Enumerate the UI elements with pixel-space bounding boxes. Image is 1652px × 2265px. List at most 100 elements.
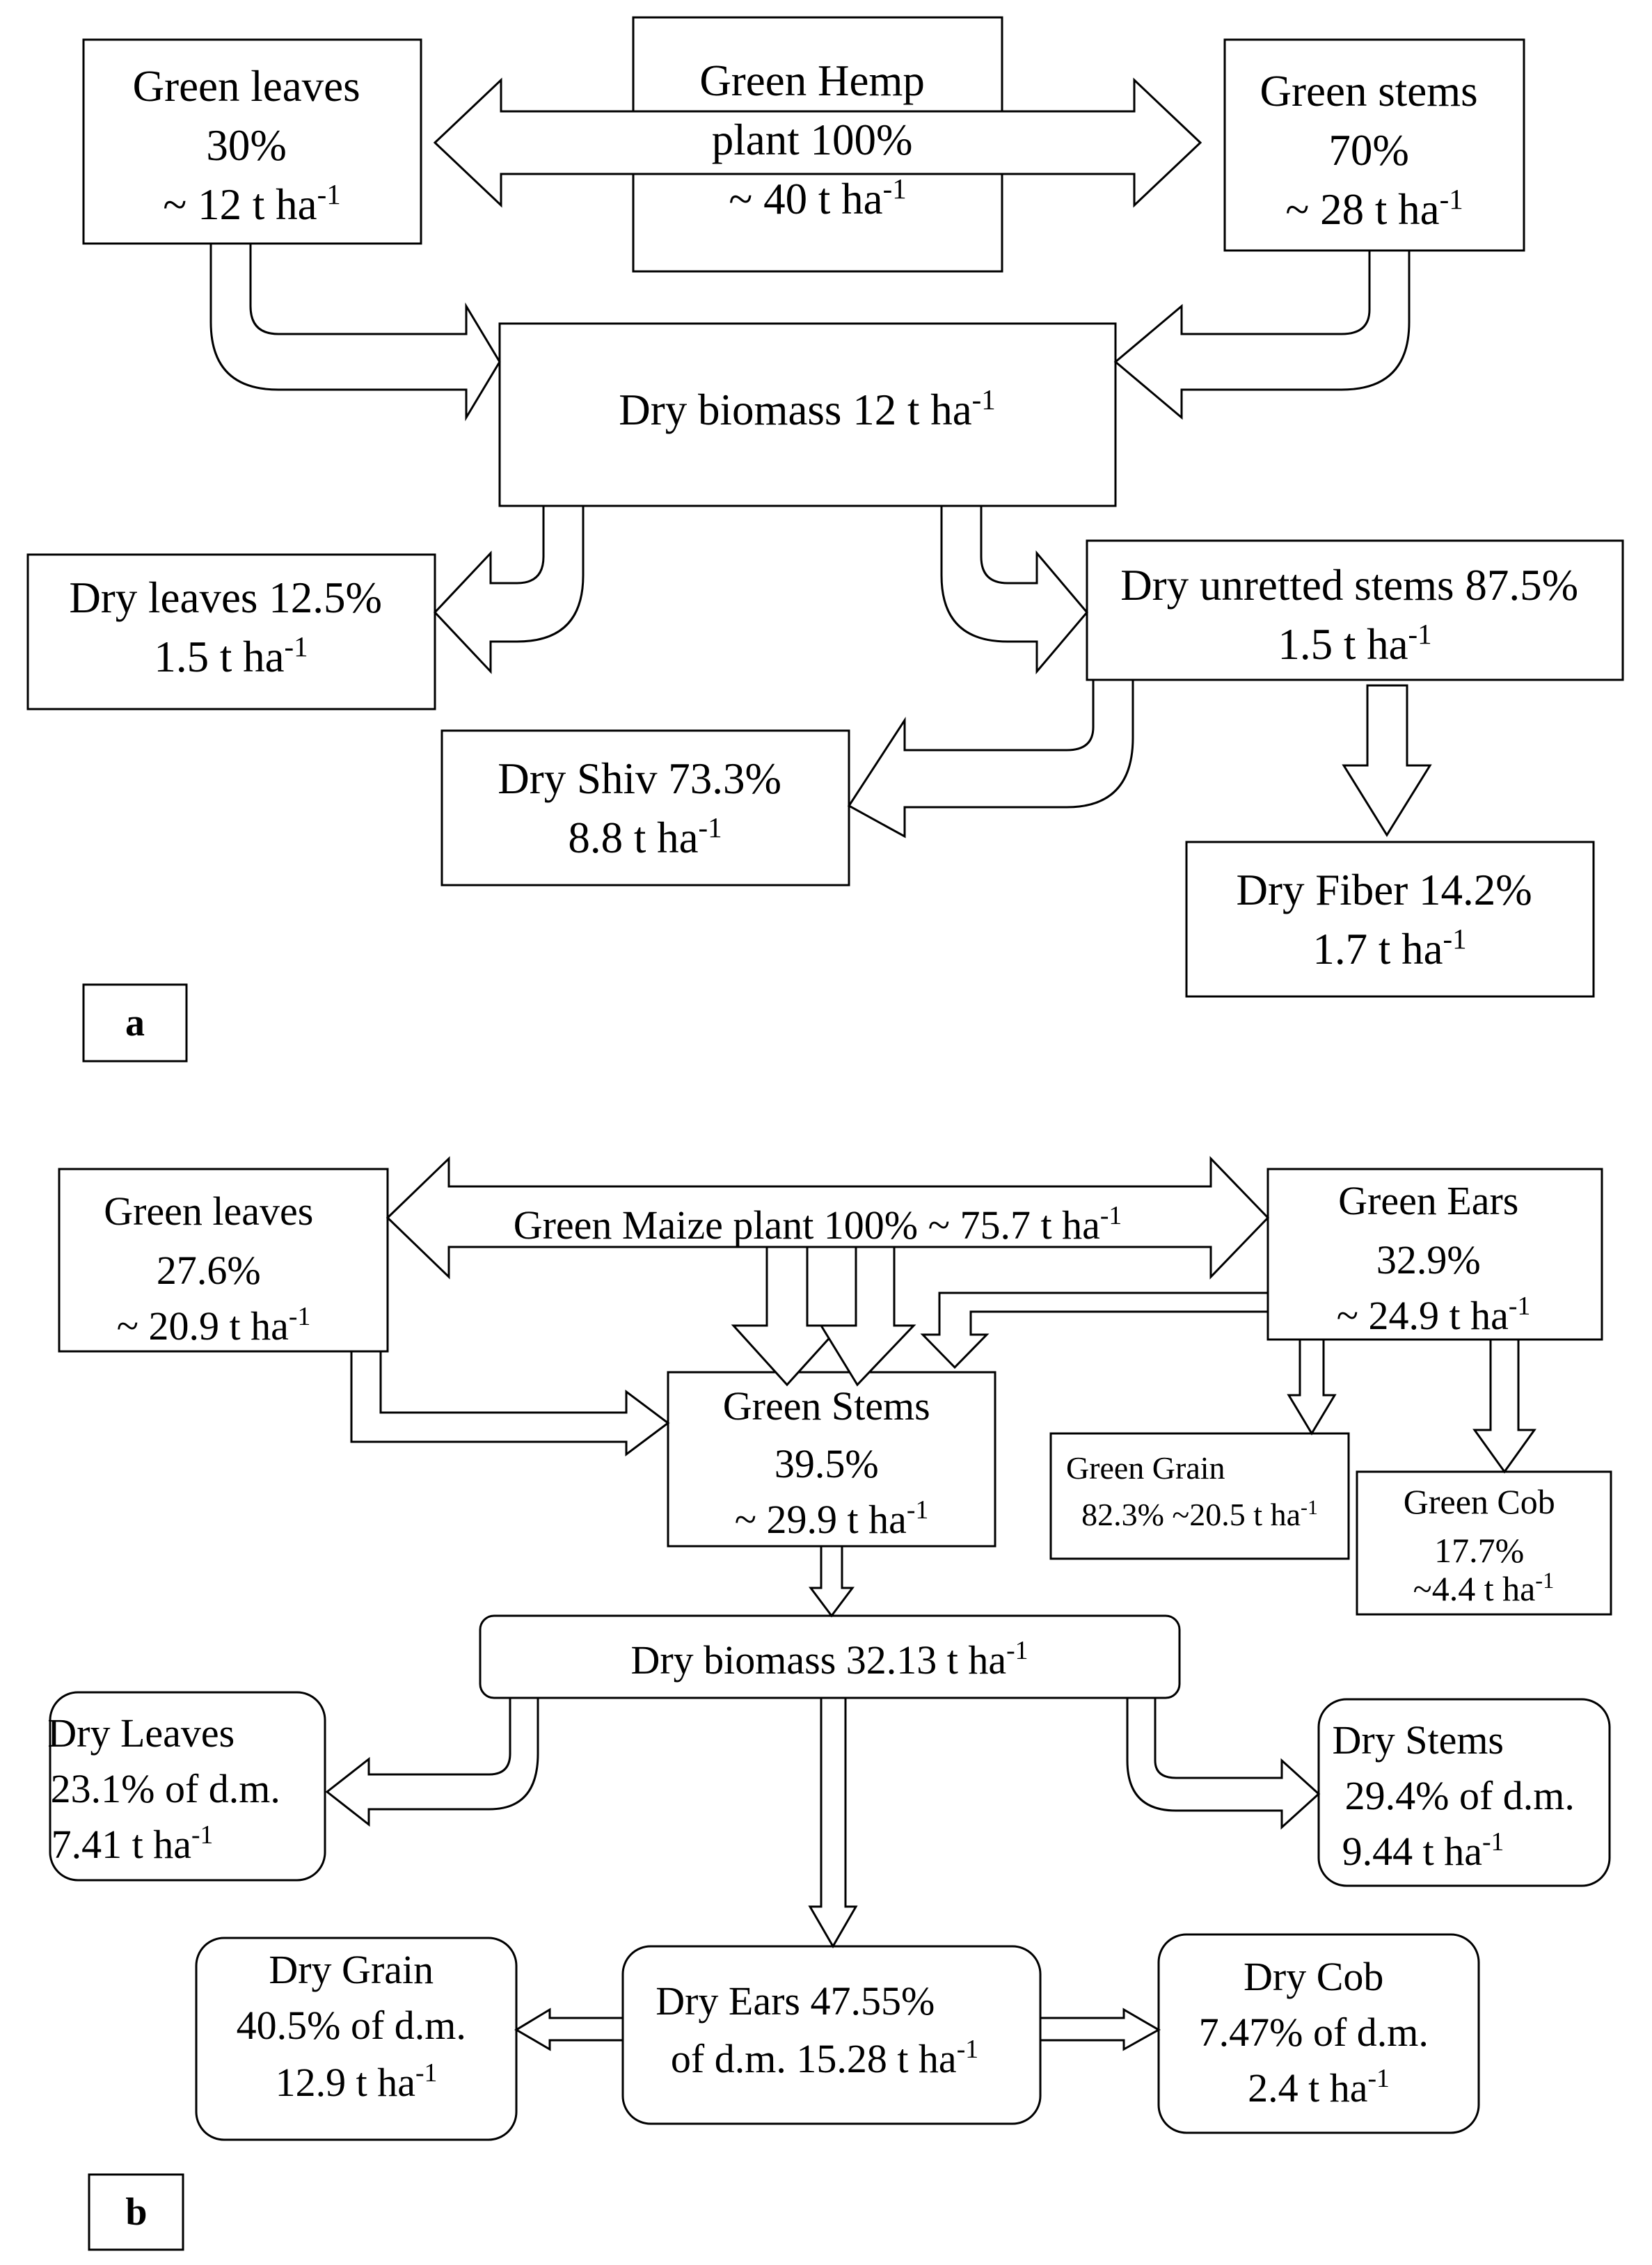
box-dry-leaves-a: [26, 553, 436, 710]
label-line: of d.m. 15.28 t ha-1: [671, 2035, 978, 2081]
label-line: Dry Fiber 14.2%: [1237, 866, 1532, 914]
label-line: 7.47% of d.m.: [1199, 2010, 1429, 2055]
label-line: ~ 29.9 t ha-1: [735, 1495, 929, 1542]
label-line: Green Cob: [1404, 1482, 1555, 1521]
label-line: plant 100%: [712, 116, 913, 164]
superscript-exponent: -1: [883, 173, 907, 205]
label-line: 1.7 t ha-1: [1312, 923, 1466, 974]
box-green-cob: [1356, 1470, 1612, 1616]
panel-a-label: a: [125, 1001, 145, 1044]
superscript-exponent: -1: [972, 384, 996, 415]
arrow-dry-ears-to-dry-cob: [1039, 2008, 1161, 2051]
label-line: Green Ears: [1338, 1178, 1518, 1223]
panel-b-label: b: [125, 2191, 147, 2234]
label-line: 29.4% of d.m.: [1345, 1773, 1575, 1818]
label-line: ~ 28 t ha-1: [1285, 184, 1463, 235]
box-dry-cob: [1157, 1933, 1480, 2134]
label-line: ~ 24.9 t ha-1: [1337, 1292, 1531, 1338]
label-dry-leaves-b: Dry Leaves 23.1% of d.m. 7.41 t ha-1: [47, 1710, 290, 1867]
label-line: Green leaves: [133, 62, 360, 111]
label-green-leaves-a: Green leaves 30% ~ 12 t ha-1: [133, 62, 372, 229]
panel-b-label-box: [88, 2173, 184, 2251]
label-line: 1.5 t ha-1: [1278, 619, 1431, 669]
arrow-dry-biomass-to-dry-ears: [808, 1696, 858, 1948]
superscript-exponent: -1: [1367, 2064, 1389, 2093]
arrow-dry-ears-to-dry-grain: [514, 2008, 624, 2051]
label-line: Green Maize plant 100% ~ 75.7 t ha-1: [514, 1201, 1122, 1248]
label-dry-cob: Dry Cob 7.47% of d.m. 2.4 t ha-1: [1199, 1954, 1439, 2111]
superscript-exponent: -1: [1006, 1636, 1028, 1665]
arrow-green-ears-to-green-cob: [1472, 1338, 1536, 1474]
superscript-exponent: -1: [1535, 1568, 1554, 1594]
label-line: Green leaves: [104, 1189, 313, 1234]
label-dry-shiv: Dry Shiv 73.3% 8.8 t ha-1: [498, 754, 793, 862]
label-line: 17.7%: [1434, 1531, 1524, 1570]
panel-a: Green Hemp plant 100% ~ 40 t ha-1 Green …: [26, 16, 1624, 1063]
label-line: 30%: [206, 121, 286, 170]
label-line: Dry leaves 12.5%: [69, 573, 382, 622]
label-dry-stems-b: Dry Stems 29.4% of d.m. 9.44 t ha-1: [1333, 1717, 1585, 1874]
label-green-leaves-b: Green leaves 27.6% ~ 20.9 t ha-1: [104, 1189, 324, 1349]
label-line: Green Hemp: [699, 56, 925, 105]
label-line: Dry Leaves: [47, 1710, 235, 1756]
superscript-exponent: -1: [1408, 619, 1432, 650]
label-dry-ears: Dry Ears 47.55% of d.m. 15.28 t ha-1: [656, 1978, 978, 2081]
panel-a-label-box: [82, 983, 188, 1063]
label-line: 82.3% ~20.5 t ha-1: [1081, 1496, 1318, 1533]
arrow-dry-biomass-to-unretted-stems: [940, 504, 1088, 675]
arrow-green-stems-to-dry-biomass: [1113, 249, 1411, 420]
label-maize-plant: Green Maize plant 100% ~ 75.7 t ha-1: [514, 1201, 1122, 1248]
arrow-dry-biomass-to-dry-stems: [1126, 1696, 1321, 1830]
label-dry-fiber: Dry Fiber 14.2% 1.7 t ha-1: [1237, 866, 1543, 973]
label-line: 70%: [1328, 126, 1408, 175]
arrow-green-ears-to-green-grain: [1287, 1338, 1337, 1436]
label-dry-leaves-a: Dry leaves 12.5% 1.5 t ha-1: [69, 573, 392, 681]
arrow-green-stems-to-dry-biomass: [809, 1545, 855, 1618]
label-green-hemp-plant: Green Hemp plant 100% ~ 40 t ha-1: [699, 56, 935, 223]
label-line: 12.9 t ha-1: [276, 2058, 438, 2105]
superscript-exponent: -1: [317, 179, 341, 210]
label-line: Dry Cob: [1244, 1954, 1383, 1999]
superscript-exponent: -1: [415, 2058, 437, 2088]
arrow-maize-plant-to-green-stems-left: [731, 1246, 843, 1387]
label-green-grain: Green Grain 82.3% ~20.5 t ha-1: [1066, 1450, 1318, 1532]
label-line: Green stems: [1260, 67, 1478, 116]
label-dry-unretted-stems: Dry unretted stems 87.5% 1.5 t ha-1: [1120, 561, 1589, 669]
label-line: 23.1% of d.m.: [51, 1766, 280, 1811]
label-green-stems-a: Green stems 70% ~ 28 t ha-1: [1260, 67, 1489, 234]
superscript-exponent: -1: [1440, 184, 1463, 215]
label-green-stems-b: Green Stems 39.5% ~ 29.9 t ha-1: [723, 1383, 941, 1542]
double-arrow-maize-leaves-ears: [386, 1156, 1270, 1280]
label-line: Dry Grain: [269, 1947, 434, 1992]
label-line: ~ 20.9 t ha-1: [117, 1302, 311, 1349]
superscript-exponent: -1: [1443, 923, 1467, 955]
label-line: ~4.4 t ha-1: [1413, 1568, 1555, 1608]
box-green-leaves-a: [82, 38, 422, 245]
arrow-green-leaves-to-dry-biomass: [209, 242, 501, 422]
box-dry-grain: [195, 1937, 518, 2141]
label-line: Dry biomass 32.13 t ha-1: [630, 1636, 1028, 1683]
label-line: ~ 40 t ha-1: [729, 173, 906, 224]
box-green-stems-b: [667, 1371, 996, 1548]
label-dry-biomass-b: Dry biomass 32.13 t ha-1: [630, 1636, 1028, 1683]
superscript-exponent: -1: [1482, 1827, 1504, 1857]
label-line: 7.41 t ha-1: [51, 1820, 214, 1867]
arrow-maize-plant-to-green-stems-right: [819, 1246, 916, 1387]
box-dry-unretted-stems: [1086, 539, 1624, 681]
label-line: 32.9%: [1376, 1237, 1481, 1282]
box-green-stems-a: [1223, 38, 1525, 252]
label-line: Dry unretted stems 87.5%: [1120, 561, 1578, 610]
label-line: 27.6%: [157, 1248, 261, 1293]
box-green-leaves-b: [58, 1168, 389, 1353]
label-line: Dry Shiv 73.3%: [498, 754, 781, 803]
superscript-exponent: -1: [907, 1495, 928, 1525]
label-dry-biomass-a: Dry biomass 12 t ha-1: [619, 384, 996, 435]
superscript-exponent: -1: [289, 1302, 310, 1331]
label-line: 2.4 t ha-1: [1248, 2064, 1390, 2111]
label-line: ~ 12 t ha-1: [163, 179, 340, 230]
label-green-ears: Green Ears 32.9% ~ 24.9 t ha-1: [1337, 1178, 1531, 1338]
label-line: Dry Ears 47.55%: [656, 1978, 935, 2024]
label-line: 1.5 t ha-1: [154, 631, 308, 682]
arrow-dry-biomass-to-dry-leaves: [433, 504, 585, 674]
label-line: Green Stems: [723, 1383, 930, 1429]
